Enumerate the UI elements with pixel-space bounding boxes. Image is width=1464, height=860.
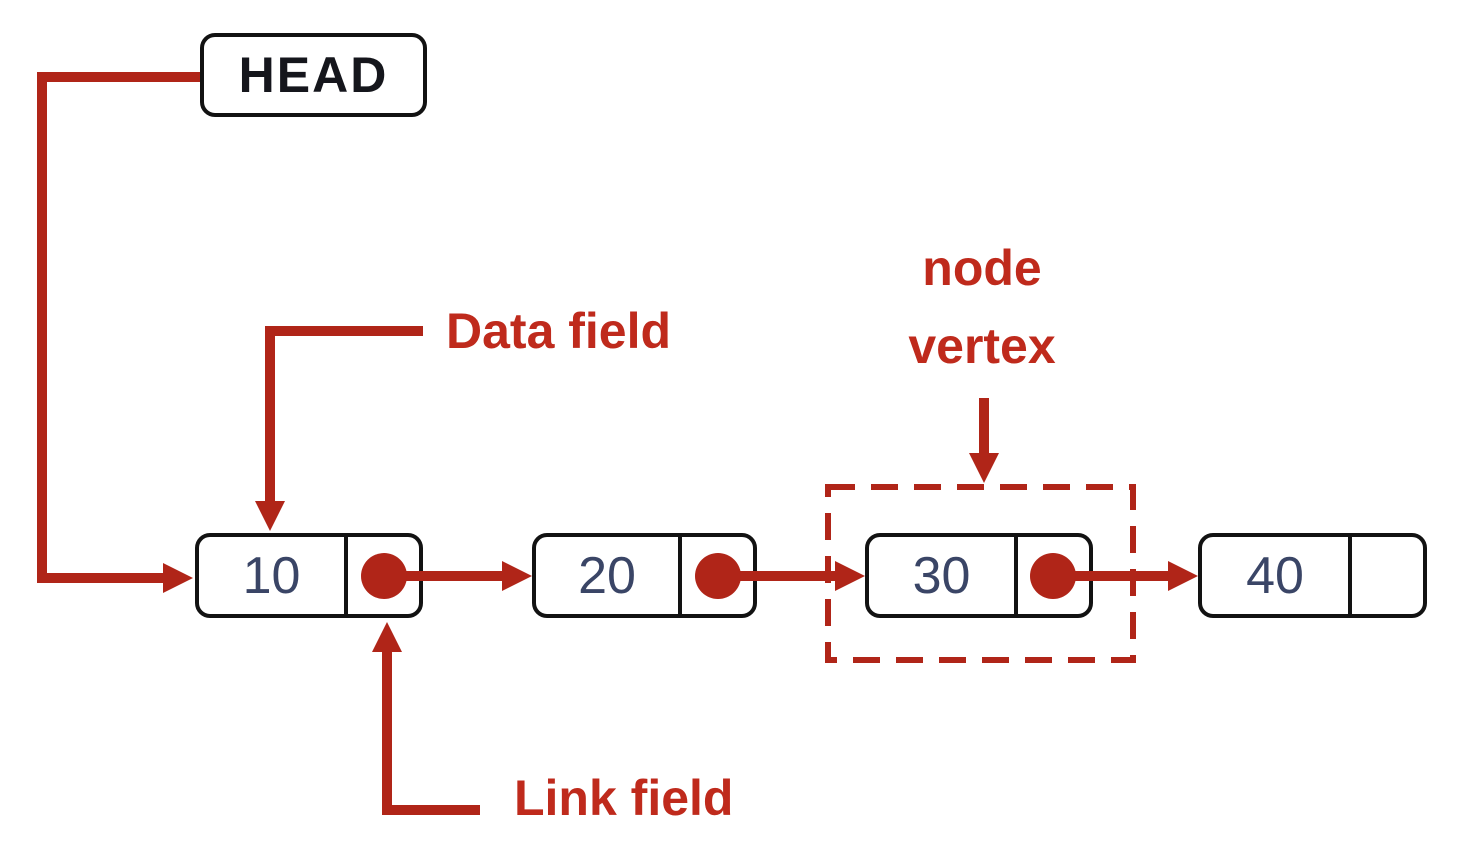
head-label: HEAD: [238, 47, 389, 103]
node-10: 10: [195, 533, 423, 618]
node-30-link-field: [1014, 537, 1089, 614]
node-30-data-field: 30: [869, 537, 1014, 614]
node-40-value: 40: [1246, 546, 1304, 605]
node-vertex-label-line1: node: [922, 240, 1042, 296]
node-10-value: 10: [242, 546, 301, 605]
node-10-data-field: 10: [199, 537, 344, 614]
link-field-arrow: [372, 622, 480, 815]
head-pointer-arrow: [37, 72, 200, 593]
node-30-value: 30: [912, 546, 971, 605]
data-field-label: Data field: [446, 303, 672, 359]
node-30: 30: [865, 533, 1093, 618]
head-box: HEAD: [200, 33, 427, 117]
node-20-value: 20: [578, 546, 636, 605]
node-20-link-field: [678, 537, 753, 614]
node-40: 40: [1198, 533, 1427, 618]
node-10-link-field: [344, 537, 419, 614]
data-field-arrow: [255, 326, 423, 531]
node-40-data-field: 40: [1202, 537, 1348, 614]
link-field-label: Link field: [514, 770, 734, 826]
node-vertex-label-line2: vertex: [908, 317, 1056, 374]
node-40-link-field: [1348, 537, 1423, 614]
node-20: 20: [532, 533, 757, 618]
node-vertex-label: node vertex: [858, 230, 1106, 385]
node-20-data-field: 20: [536, 537, 678, 614]
